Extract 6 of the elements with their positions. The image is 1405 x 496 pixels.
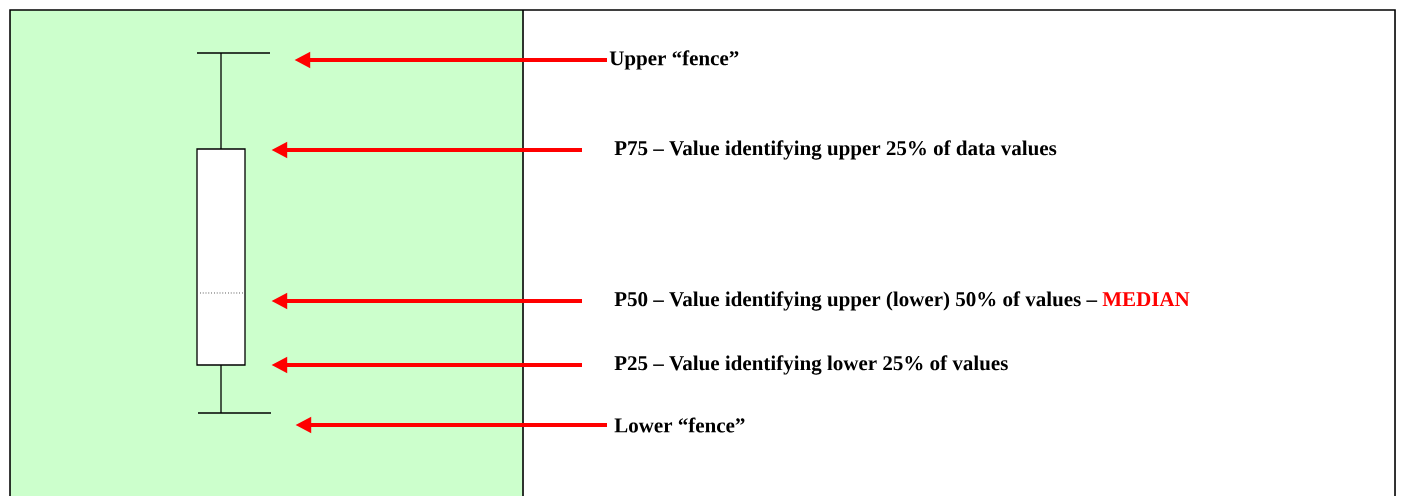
box-plot-drawing xyxy=(196,52,272,414)
callout-text: P25 – Value identifying lower 25% of values xyxy=(614,355,1008,375)
callout-text: Lower “fence” xyxy=(614,417,745,433)
callout-text: P75 – Value identifying upper 25% of data values xyxy=(614,140,1057,160)
callout-text: P50 – Value identifying upper (lower) 50% of values – MEDIAN xyxy=(614,291,1190,311)
callout-text: Upper “fence” xyxy=(609,50,739,70)
